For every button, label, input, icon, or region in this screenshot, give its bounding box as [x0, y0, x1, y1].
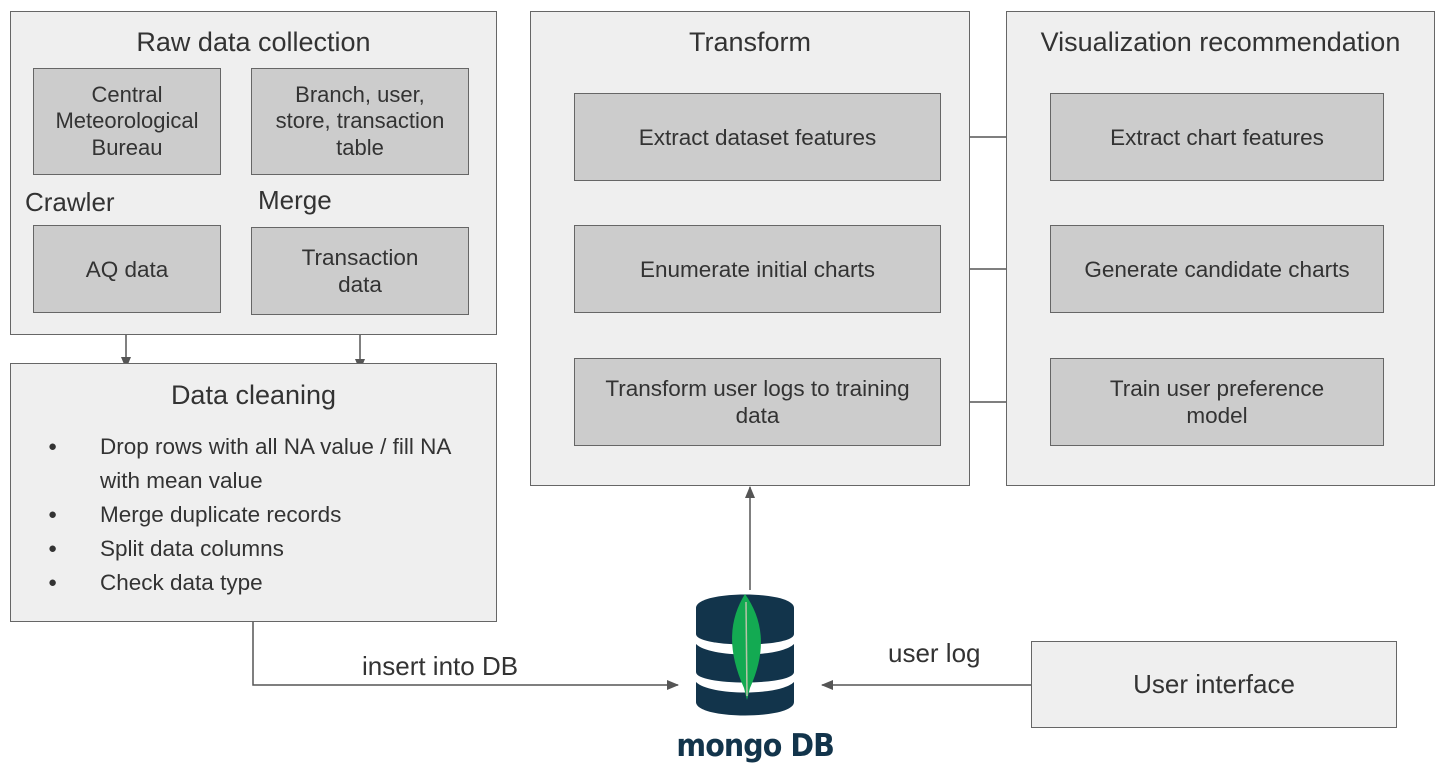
raw-data-collection-title: Raw data collection [136, 27, 371, 57]
crawler-label: Crawler [25, 187, 115, 217]
transform-step-user-logs: Transform user logs to training data [574, 358, 941, 446]
transform-step-extract: Extract dataset features [574, 93, 941, 181]
insert-into-db-label: insert into DB [362, 651, 519, 681]
cleaning-step: Split data columns [48, 532, 468, 566]
branch-table-box: Branch, user, store, transaction table [251, 68, 469, 175]
mongodb-wordmark: mongo DB [676, 728, 835, 764]
cleaning-step: Check data type [48, 566, 468, 600]
cleaning-steps-list: Drop rows with all NA value / fill NA wi… [48, 430, 468, 600]
vis-step-candidate-charts: Generate candidate charts [1050, 225, 1384, 313]
arrow-cleaning-to-db [252, 622, 679, 690]
transform-title: Transform [688, 27, 811, 57]
mongodb-logo-icon [696, 594, 794, 716]
data-cleaning-title: Data cleaning [170, 380, 337, 410]
vis-step-chart-features: Extract chart features [1050, 93, 1384, 181]
user-interface-box: User interface [1031, 641, 1397, 728]
aq-data-box: AQ data [33, 225, 221, 313]
user-log-label: user log [888, 638, 981, 668]
transaction-data-box: Transaction data [251, 227, 469, 315]
merge-label: Merge [258, 185, 332, 215]
central-bureau-box: Central Meteorological Bureau [33, 68, 221, 175]
visualization-recommendation-title: Visualization recommendation [1040, 27, 1401, 57]
cleaning-step: Drop rows with all NA value / fill NA wi… [48, 430, 468, 498]
cleaning-step: Merge duplicate records [48, 498, 468, 532]
transform-step-enumerate: Enumerate initial charts [574, 225, 941, 313]
vis-step-train-model: Train user preference model [1050, 358, 1384, 446]
